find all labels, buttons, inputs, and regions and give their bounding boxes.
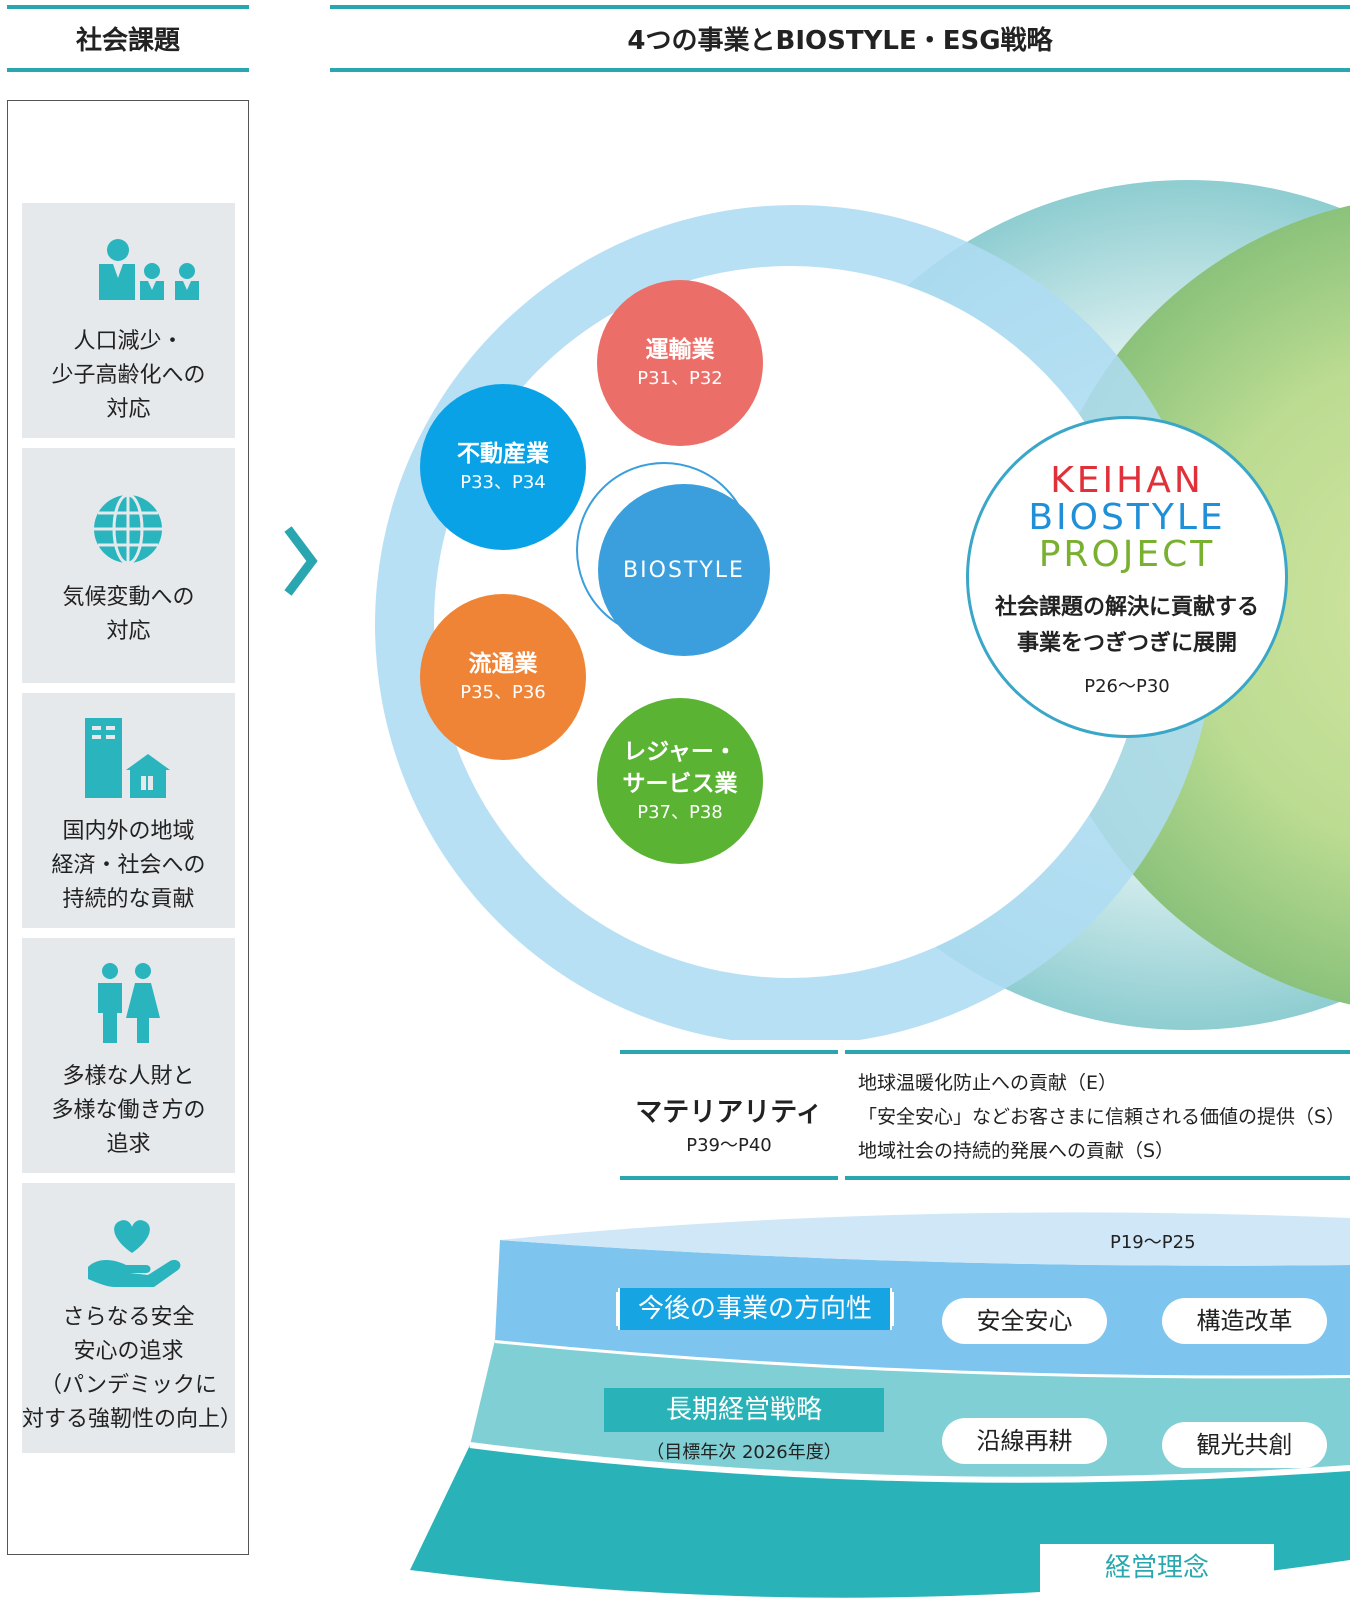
globe-icon bbox=[94, 493, 162, 565]
left-header-top-line bbox=[7, 5, 249, 9]
issue-text: 国内外の地域経済・社会への持続的な貢献 bbox=[51, 819, 206, 912]
materiality-top-line-right bbox=[845, 1050, 1350, 1054]
business-retail: 流通業 P35、P36 bbox=[420, 594, 586, 760]
population-icon bbox=[99, 239, 199, 300]
biostyle-center: BIOSTYLE bbox=[598, 484, 770, 656]
left-header-title: 社会課題 bbox=[75, 26, 180, 56]
heart-hand-icon bbox=[88, 1220, 181, 1287]
materiality-bottom-line-right bbox=[845, 1176, 1350, 1180]
issue-card-population: 人口減少・少子高齢化への対応 bbox=[22, 203, 235, 438]
business-transport: 運輸業 P31、P32 bbox=[597, 280, 763, 446]
materiality-item: 地球温暖化防止への貢献（E） bbox=[858, 1072, 1118, 1094]
materiality-item: 地域社会の持続的発展への貢献（S） bbox=[858, 1140, 1175, 1162]
project-pages: P26〜P30 bbox=[1084, 676, 1170, 697]
buildings-icon bbox=[85, 718, 170, 798]
issue-text: 多様な人財と多様な働き方の追求 bbox=[51, 1064, 206, 1157]
project-description: 社会課題の解決に貢献する 事業をつぎつぎに展開 bbox=[994, 595, 1259, 656]
right-header-title: 4つの事業とBIOSTYLE・ESG戦略 bbox=[627, 26, 1053, 56]
project-logo: KEIHAN BIOSTYLE PROJECT bbox=[1028, 460, 1226, 575]
materiality-item: 「安全安心」などお客さまに信頼される価値の提供（S） bbox=[858, 1106, 1346, 1128]
issue-text: 気候変動への対応 bbox=[62, 585, 195, 644]
materiality-items: 地球温暖化防止への貢献（E） 「安全安心」などお客さまに信頼される価値の提供（S… bbox=[858, 1066, 1348, 1168]
people-icon bbox=[98, 963, 160, 1043]
issue-card-climate: 気候変動への対応 bbox=[22, 448, 235, 683]
issue-card-regional: 国内外の地域経済・社会への持続的な貢献 bbox=[22, 693, 235, 928]
issue-text: さらなる安全安心の追求（パンデミックに対する強靭性の向上） bbox=[22, 1305, 243, 1432]
biostyle-project-circle bbox=[966, 416, 1288, 738]
business-real-estate: 不動産業 P33、P34 bbox=[420, 384, 586, 550]
pill-revitalize: 沿線再耕 bbox=[942, 1418, 1107, 1464]
philosophy-label: 経営理念 bbox=[1040, 1544, 1274, 1592]
materiality-title: マテリアリティ bbox=[635, 1097, 823, 1128]
right-header-bottom-line bbox=[330, 68, 1350, 72]
pill-tourism: 観光共創 bbox=[1162, 1422, 1327, 1468]
materiality-pages: P39〜P40 bbox=[686, 1135, 772, 1156]
issue-text: 人口減少・少子高齢化への対応 bbox=[51, 329, 206, 422]
left-header-bottom-line bbox=[7, 68, 249, 72]
foundation-pages: P19〜P25 bbox=[1110, 1232, 1196, 1253]
direction-label: 今後の事業の方向性 bbox=[618, 1288, 892, 1330]
long-term-label: 長期経営戦略 bbox=[604, 1388, 884, 1432]
issue-card-safety: さらなる安全安心の追求（パンデミックに対する強靭性の向上） bbox=[22, 1183, 243, 1453]
issue-card-diversity: 多様な人財と多様な働き方の追求 bbox=[22, 938, 235, 1173]
long-term-sub: （目標年次 2026年度） bbox=[646, 1442, 842, 1463]
business-leisure: レジャー・ サービス業 P37、P38 bbox=[597, 698, 763, 864]
materiality-bottom-line-left bbox=[620, 1176, 838, 1180]
right-header-top-line bbox=[330, 5, 1350, 9]
pill-structural-reform: 構造改革 bbox=[1162, 1298, 1327, 1344]
chevron-right-icon bbox=[284, 526, 318, 596]
pill-safety: 安全安心 bbox=[942, 1298, 1107, 1344]
materiality-top-line-left bbox=[620, 1050, 838, 1054]
